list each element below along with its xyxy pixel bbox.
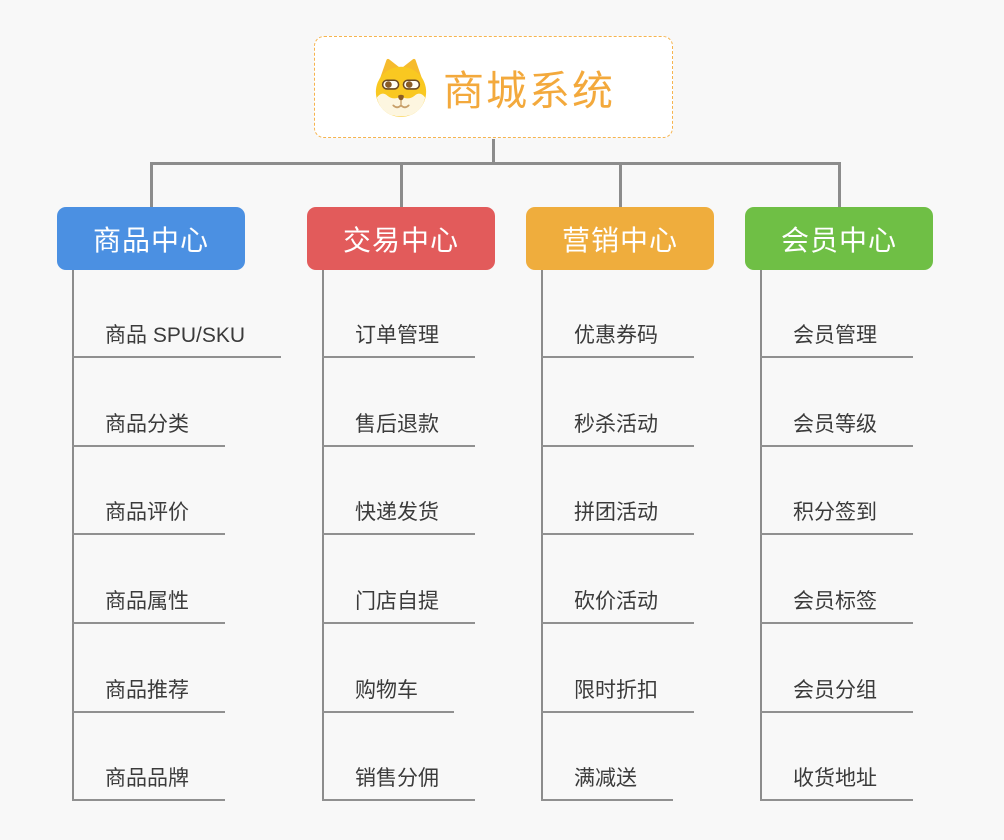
child-node-product-center-2[interactable]: 商品评价 [72,499,225,535]
shiba-dog-icon [375,58,427,117]
child-node-marketing-center-5[interactable]: 满减送 [541,765,673,801]
child-node-member-center-3[interactable]: 会员标签 [760,588,913,624]
child-node-marketing-center-0[interactable]: 优惠券码 [541,322,694,358]
connector-branch-drop [618,162,622,207]
child-node-product-center-0[interactable]: 商品 SPU/SKU [72,322,282,358]
child-node-marketing-center-2[interactable]: 拼团活动 [541,499,694,535]
child-node-trade-center-3[interactable]: 门店自提 [322,588,475,624]
child-node-marketing-center-4[interactable]: 限时折扣 [541,677,694,713]
connector-branch-drop [837,162,841,207]
connector-bus [149,162,841,165]
child-node-product-center-1[interactable]: 商品分类 [72,411,225,447]
child-node-marketing-center-1[interactable]: 秒杀活动 [541,411,694,447]
connector-branch-drop [399,162,403,207]
branch-product-center[interactable]: 商品中心 [57,207,245,270]
branch-trade-center[interactable]: 交易中心 [307,207,495,270]
branch-member-center[interactable]: 会员中心 [745,207,933,270]
child-node-member-center-0[interactable]: 会员管理 [760,322,913,358]
root-title: 商城系统 [443,68,615,114]
connector-children-line [322,270,324,801]
child-node-member-center-1[interactable]: 会员等级 [760,411,913,447]
child-node-trade-center-2[interactable]: 快递发货 [322,499,475,535]
child-node-trade-center-0[interactable]: 订单管理 [322,322,475,358]
connector-branch-drop [149,162,153,207]
branch-marketing-center[interactable]: 营销中心 [526,207,714,270]
child-node-trade-center-4[interactable]: 购物车 [322,677,454,713]
root-node[interactable]: 商城系统 [314,36,673,138]
connector-children-line [72,270,74,801]
child-node-product-center-5[interactable]: 商品品牌 [72,765,225,801]
connector-children-line [541,270,543,801]
child-node-member-center-4[interactable]: 会员分组 [760,677,913,713]
child-node-product-center-3[interactable]: 商品属性 [72,588,225,624]
connector-children-line [760,270,762,801]
child-node-trade-center-5[interactable]: 销售分佣 [322,765,475,801]
child-node-trade-center-1[interactable]: 售后退款 [322,411,475,447]
child-node-member-center-5[interactable]: 收货地址 [760,765,913,801]
child-node-product-center-4[interactable]: 商品推荐 [72,677,225,713]
child-node-member-center-2[interactable]: 积分签到 [760,499,913,535]
connector-root-drop [491,139,495,165]
child-node-marketing-center-3[interactable]: 砍价活动 [541,588,694,624]
